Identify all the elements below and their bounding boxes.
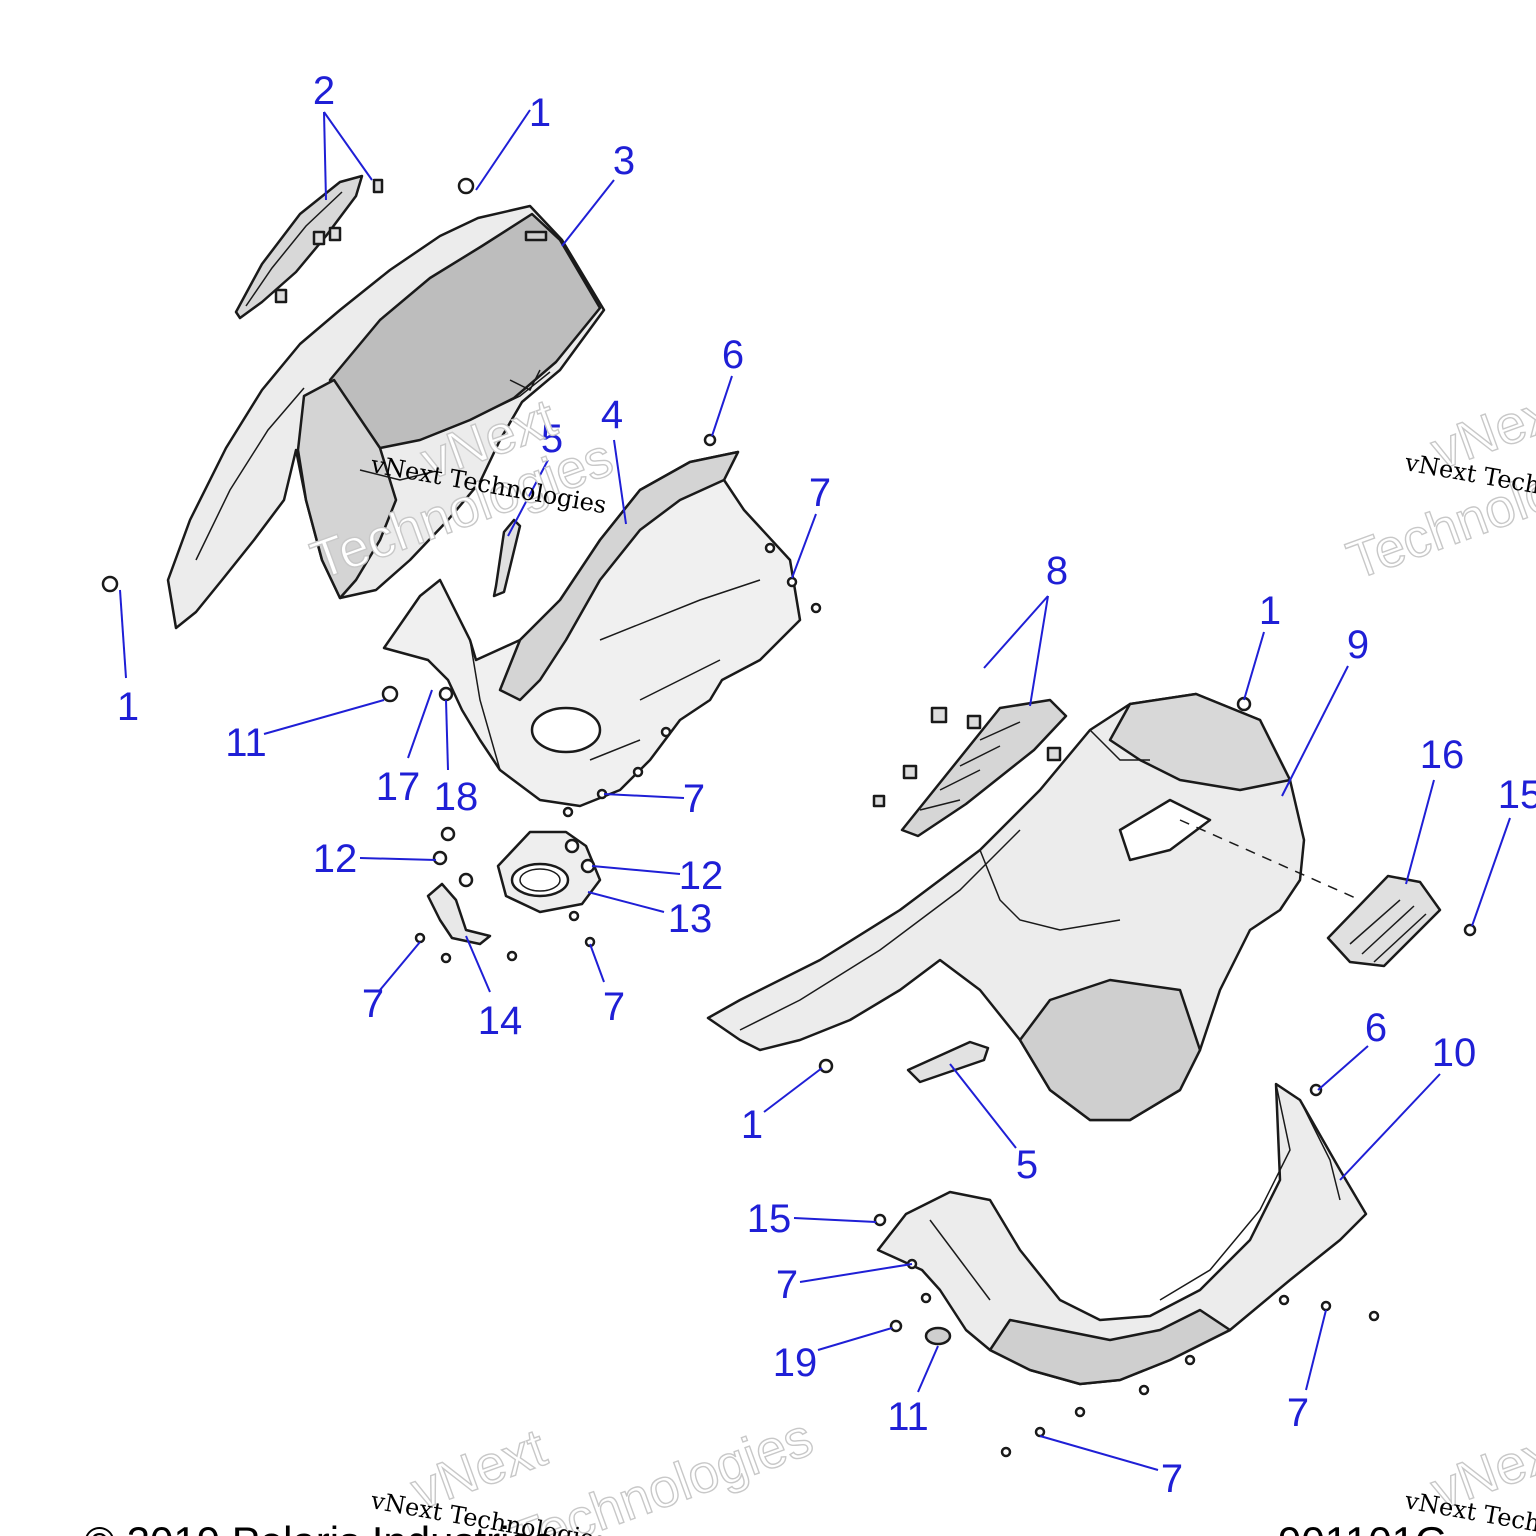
callout-11-8: 11 [225, 721, 267, 765]
callout-6-3: 6 [722, 333, 744, 377]
fasteners [101, 177, 1477, 1458]
callout-12-12: 12 [313, 837, 358, 881]
callout-12-13: 12 [679, 854, 724, 898]
callout-7-31: 7 [1287, 1391, 1309, 1435]
part-9-main-shell [706, 692, 1361, 1122]
callout-14-16: 14 [478, 999, 523, 1043]
callout-5-4: 5 [541, 417, 563, 461]
callout-3-2: 3 [613, 139, 635, 183]
callout-9-20: 9 [1347, 623, 1369, 667]
callout-8-18: 8 [1046, 549, 1068, 593]
callout-6-23: 6 [1365, 1006, 1387, 1050]
callout-1-19: 1 [1259, 589, 1281, 633]
callout-16-21: 16 [1420, 733, 1465, 777]
callout-11-30: 11 [887, 1395, 929, 1439]
callout-15-27: 15 [747, 1197, 792, 1241]
footer-copyright: © 2019 Polaris Industries [84, 1518, 554, 1536]
part-3-upper-fender [166, 204, 606, 630]
callout-7-15: 7 [362, 982, 384, 1026]
callout-10-24: 10 [1432, 1031, 1477, 1075]
leader-lines [119, 109, 1511, 1471]
callout-17-9: 17 [376, 765, 421, 809]
callout-1-25: 1 [741, 1103, 763, 1147]
part-14-bracket [426, 882, 492, 946]
part-8-vent-grille [872, 698, 1068, 838]
callout-1-7: 1 [117, 685, 139, 729]
callout-7-28: 7 [776, 1263, 798, 1307]
footer-diagram-code: 901101G [1278, 1518, 1448, 1536]
callout-13-14: 13 [668, 897, 713, 941]
part-16-small-vent [1326, 874, 1442, 968]
callout-18-10: 18 [434, 775, 479, 819]
callout-7-32: 7 [1161, 1457, 1183, 1501]
part-4-floor-pan [382, 450, 802, 808]
callout-5-26: 5 [1016, 1143, 1038, 1187]
callout-15-22: 15 [1498, 773, 1536, 817]
callout-7-17: 7 [603, 985, 625, 1029]
part-10-lower-shroud [876, 1082, 1368, 1386]
part-2-trim-strip [234, 174, 384, 320]
callout-1-1: 1 [529, 91, 551, 135]
callout-2-0: 2 [313, 69, 335, 113]
callout-4-5: 4 [601, 393, 623, 437]
part-5-upper-bar [492, 518, 522, 598]
callout-7-11: 7 [683, 777, 705, 821]
callout-19-29: 19 [773, 1341, 818, 1385]
callout-7-6: 7 [809, 471, 831, 515]
part-5-lower-bar [906, 1040, 990, 1084]
